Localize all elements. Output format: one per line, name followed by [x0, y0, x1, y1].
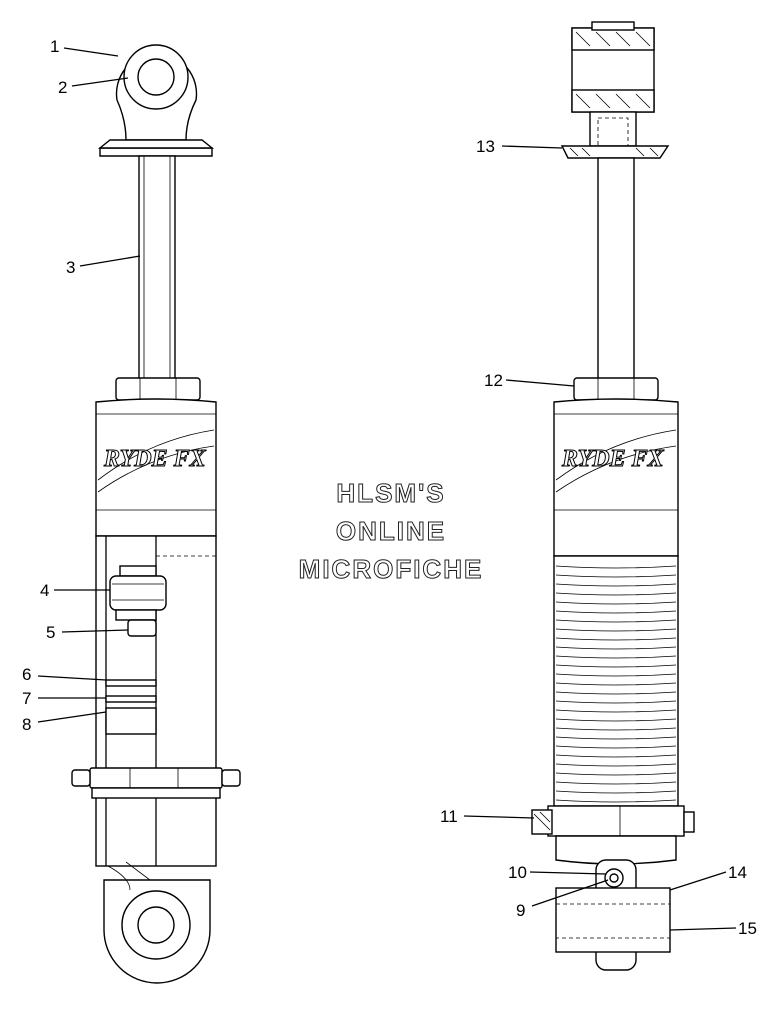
callout-numbers: 1 2 3 4 5 6 7 8 9 10 11 12 13 14 15 — [22, 37, 757, 938]
left-band-8 — [105, 707, 157, 735]
left-top-flange — [99, 147, 213, 157]
thread-line — [555, 682, 677, 686]
thread-line — [555, 664, 677, 668]
left-shaft — [138, 155, 176, 382]
thread-line — [555, 718, 677, 722]
right-top-neck — [589, 111, 637, 147]
thread-line — [555, 628, 677, 632]
right-body-upper — [553, 398, 679, 557]
callout-10: 10 — [508, 863, 527, 882]
thread-line — [555, 700, 677, 704]
callout-3: 3 — [66, 258, 75, 277]
right-brand-label: RYDE FX — [561, 446, 665, 472]
callout-leader-lines — [37, 47, 737, 931]
callout-5: 5 — [46, 623, 55, 642]
left-piston-nut — [127, 619, 157, 637]
right-shock-assembly: RYDE FX — [531, 21, 695, 971]
left-piston-top-cap — [119, 565, 157, 577]
callout-13: 13 — [476, 137, 495, 156]
callout-4: 4 — [40, 581, 49, 600]
thread-line — [555, 736, 677, 740]
callout-9: 9 — [516, 901, 525, 920]
watermark-line-1: HLSM'S — [336, 478, 445, 508]
watermark-line-3: MICROFICHE — [299, 554, 484, 584]
watermark: HLSM'S ONLINE MICROFICHE — [298, 478, 484, 585]
thread-line — [555, 799, 677, 803]
left-top-eye-bushing — [137, 58, 175, 96]
callout-11: 11 — [440, 807, 458, 826]
right-shaft-nut — [573, 377, 659, 401]
left-body-upper — [95, 398, 217, 537]
left-brand-label: RYDE FX — [103, 446, 207, 472]
thread-line — [555, 727, 677, 731]
thread-line — [555, 601, 677, 605]
right-spring-seat — [560, 145, 670, 159]
left-bottom-eye-bushing — [137, 906, 175, 944]
left-ring-lock-r — [221, 769, 241, 787]
callout-2: 2 — [58, 78, 67, 97]
left-band-7 — [105, 695, 157, 703]
left-shaft-nut — [115, 377, 201, 401]
right-thread-lines — [555, 565, 677, 803]
left-piston-top — [109, 575, 167, 611]
callout-15: 15 — [738, 919, 757, 938]
left-band-6 — [105, 679, 157, 687]
left-adjuster-ring — [89, 767, 223, 789]
right-threaded-body — [553, 555, 679, 807]
thread-line — [555, 754, 677, 758]
thread-line — [555, 655, 677, 659]
callout-1: 1 — [50, 37, 59, 56]
callout-7: 7 — [22, 689, 31, 708]
callout-14: 14 — [728, 863, 747, 882]
left-shock-assembly: RYDE FX — [71, 44, 241, 984]
thread-line — [555, 592, 677, 596]
thread-line — [555, 745, 677, 749]
thread-line — [555, 691, 677, 695]
thread-line — [555, 610, 677, 614]
thread-line — [555, 763, 677, 767]
right-shaft — [597, 157, 635, 381]
thread-line — [555, 637, 677, 641]
thread-line — [555, 781, 677, 785]
thread-line — [555, 709, 677, 713]
thread-line — [555, 790, 677, 794]
thread-line — [555, 772, 677, 776]
thread-line — [555, 673, 677, 677]
callout-8: 8 — [22, 715, 31, 734]
thread-line — [555, 619, 677, 623]
thread-line — [555, 565, 677, 569]
watermark-line-2: ONLINE — [336, 516, 446, 546]
thread-line — [555, 646, 677, 650]
right-adjuster-ring — [547, 805, 685, 837]
thread-line — [555, 583, 677, 587]
left-ring-lock-l — [71, 769, 91, 787]
right-bottom-bushing — [555, 887, 671, 953]
left-piston-shim — [115, 609, 157, 621]
callout-12: 12 — [484, 371, 503, 390]
callout-6: 6 — [22, 665, 31, 684]
thread-line — [555, 574, 677, 578]
